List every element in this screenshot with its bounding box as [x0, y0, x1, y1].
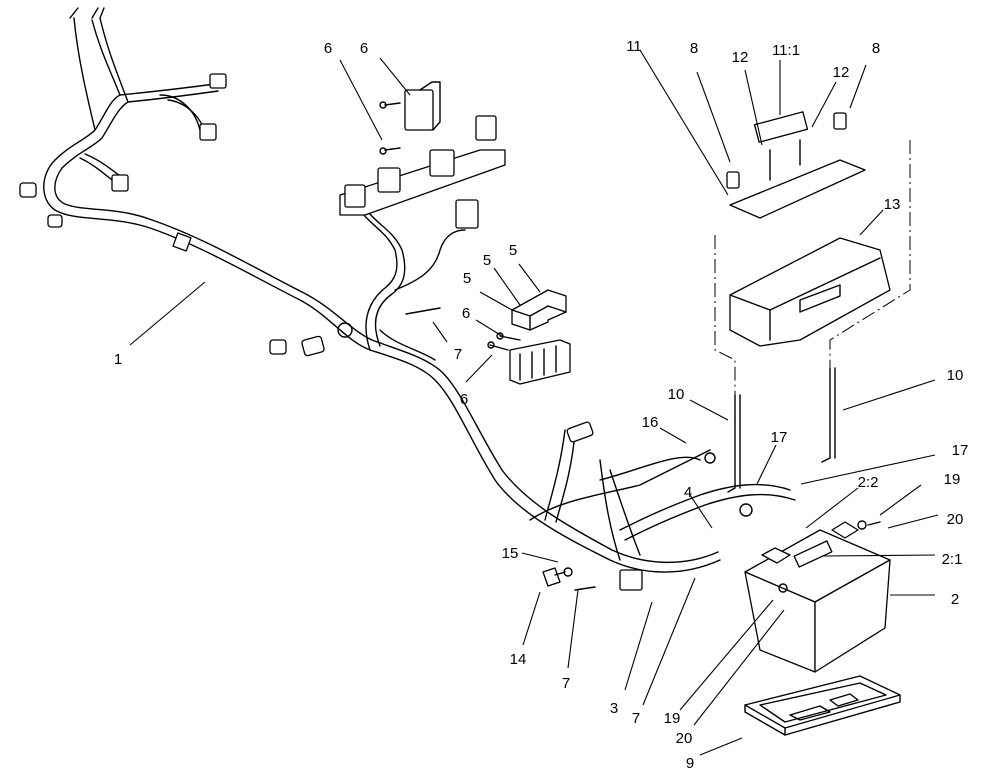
- callout-15: 15: [502, 545, 519, 562]
- callout-5-b: 5: [483, 252, 491, 269]
- callout-1: 1: [114, 351, 122, 368]
- callout-17-a: 17: [771, 429, 788, 446]
- callout-20-b: 20: [947, 511, 964, 528]
- callout-19-a: 19: [664, 710, 681, 727]
- callout-7-a: 7: [454, 346, 462, 363]
- cable-tie: [405, 307, 596, 591]
- callout-13: 13: [884, 196, 901, 213]
- callout-19-b: 19: [944, 471, 961, 488]
- battery-cover: [729, 237, 891, 347]
- callout-2-2: 2:2: [858, 474, 879, 491]
- callout-6-a: 6: [324, 40, 332, 57]
- callout-2-1: 2:1: [942, 551, 963, 568]
- callout-6-b: 6: [360, 40, 368, 57]
- callout-8-a: 8: [690, 40, 698, 57]
- callout-11-1: 11:1: [772, 42, 800, 59]
- hold-down-bracket: [726, 111, 866, 219]
- battery: [744, 520, 891, 673]
- fuse-block: [487, 332, 571, 385]
- callout-6-d: 6: [460, 391, 468, 408]
- leader-lines: [129, 49, 939, 756]
- callout-5-a: 5: [463, 270, 471, 287]
- callout-4: 4: [684, 484, 692, 501]
- callout-5-c: 5: [509, 242, 517, 259]
- wire-harness: [19, 7, 721, 573]
- callout-10-b: 10: [947, 367, 964, 384]
- callout-17-b: 17: [952, 442, 969, 459]
- callout-20-a: 20: [676, 730, 693, 747]
- callout-12-a: 12: [732, 49, 749, 66]
- callout-16: 16: [642, 414, 659, 431]
- relay-panel-upper: [339, 81, 506, 229]
- j-bolt: [727, 367, 836, 493]
- callout-9: 9: [686, 755, 694, 772]
- callout-6-c: 6: [462, 305, 470, 322]
- battery-cables: [529, 421, 796, 591]
- relay-group: [511, 289, 567, 331]
- callout-7-c: 7: [632, 710, 640, 727]
- callout-labels: 1 2 2:1 2:2 3 4 5 5 5 5 6 6 6 6 6 7 7 7 …: [114, 38, 969, 772]
- callout-10-a: 10: [668, 386, 685, 403]
- callout-8-b: 8: [872, 40, 880, 57]
- callout-2: 2: [951, 591, 959, 608]
- battery-tray: [744, 675, 901, 736]
- callout-7-b: 7: [562, 675, 570, 692]
- callout-3: 3: [610, 700, 618, 717]
- callout-11: 11: [626, 38, 642, 55]
- bolt-and-washer: [542, 567, 573, 587]
- callout-12-b: 12: [833, 64, 850, 81]
- callout-14: 14: [510, 651, 527, 668]
